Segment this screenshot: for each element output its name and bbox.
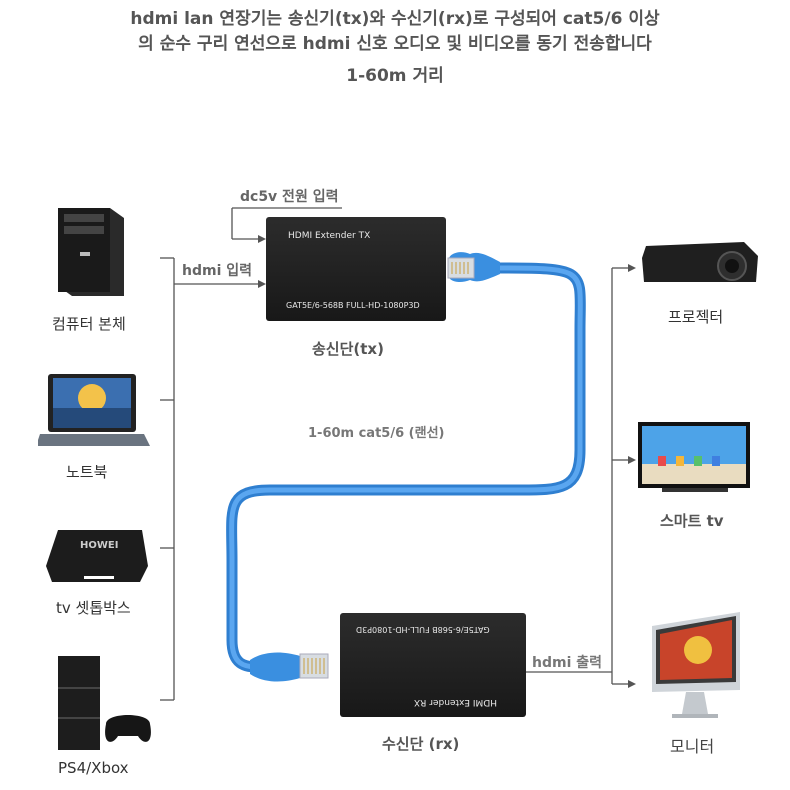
rj45-connector-tx bbox=[447, 252, 500, 282]
source-label-console: PS4/Xbox bbox=[58, 759, 129, 777]
sink-label-monitor: 모니터 bbox=[670, 737, 715, 756]
power-line bbox=[231, 207, 342, 240]
rx-subtitle: GAT5E/6-568B FULL-HD-1080P3D bbox=[356, 625, 490, 634]
settop-box-icon: HOWEI bbox=[44, 526, 148, 594]
source-label-laptop: 노트북 bbox=[66, 463, 108, 481]
cable-length-label: 1-60m cat5/6 (랜선) bbox=[308, 426, 445, 441]
source-label-pc: 컴퓨터 본체 bbox=[52, 315, 126, 333]
arrow-monitor bbox=[628, 680, 636, 688]
header-distance: 1-60m 거리 bbox=[346, 66, 444, 86]
dc5v-power-label: dc5v 전원 입력 bbox=[240, 189, 339, 205]
arrow-projector bbox=[628, 264, 636, 272]
pc-tower-icon bbox=[52, 200, 132, 304]
arrow-tv bbox=[628, 456, 636, 464]
header-line-1: hdmi lan 연장기는 송신기(tx)와 수신기(rx)로 구성되어 cat… bbox=[130, 9, 660, 29]
lan-cable-outline bbox=[226, 262, 586, 673]
sink-label-tv: 스마트 tv bbox=[660, 512, 724, 530]
hdmi-output-label: hdmi 출력 bbox=[532, 655, 603, 671]
rx-title: HDMI Extender RX bbox=[414, 697, 497, 707]
tx-subtitle: GAT5E/6-568B FULL-HD-1080P3D bbox=[286, 301, 420, 310]
source-label-settop: tv 셋톱박스 bbox=[56, 599, 131, 617]
game-console-icon bbox=[54, 654, 158, 758]
projector-icon bbox=[640, 238, 762, 294]
header-line-2: 의 순수 구리 연선으로 hdmi 신호 오디오 및 비디오를 동기 전송합니다 bbox=[138, 34, 652, 54]
settop-brand: HOWEI bbox=[80, 540, 119, 551]
source-bracket-lines bbox=[160, 257, 258, 701]
laptop-icon bbox=[36, 372, 150, 456]
power-arrow bbox=[258, 235, 266, 243]
rx-caption: 수신단 (rx) bbox=[382, 735, 460, 753]
lan-cable bbox=[229, 265, 583, 670]
sink-bracket-lines bbox=[526, 267, 628, 685]
hdmi-input-label: hdmi 입력 bbox=[182, 263, 253, 279]
rj45-connector-rx bbox=[250, 652, 329, 682]
tx-extender-box: HDMI Extender TX GAT5E/6-568B FULL-HD-10… bbox=[266, 217, 446, 321]
smart-tv-icon bbox=[636, 420, 754, 502]
monitor-icon bbox=[648, 610, 744, 726]
tx-caption: 송신단(tx) bbox=[312, 340, 384, 358]
sink-label-projector: 프로젝터 bbox=[668, 308, 724, 326]
rx-extender-box: GAT5E/6-568B FULL-HD-1080P3D HDMI Extend… bbox=[340, 613, 526, 717]
tx-title: HDMI Extender TX bbox=[288, 231, 371, 241]
hdmi-input-arrow bbox=[258, 280, 266, 288]
